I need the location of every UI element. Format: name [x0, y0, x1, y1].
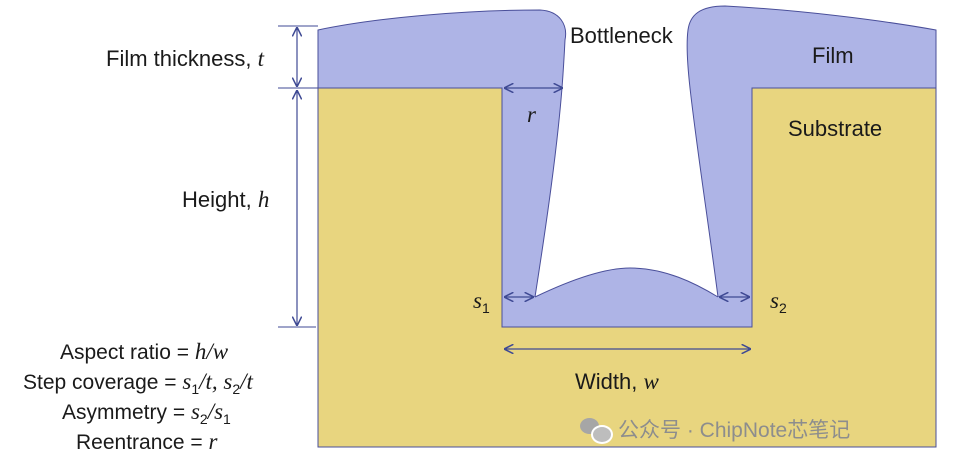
width-label: Width, w: [575, 369, 659, 394]
film-thickness-symbol: t: [257, 46, 264, 71]
asymmetry-equation: Asymmetry = s2/s1: [62, 399, 231, 427]
s1-label: s1: [473, 288, 490, 316]
watermark: 公众号 · ChipNote芯笔记: [580, 414, 850, 444]
height-symbol: h: [257, 187, 270, 212]
reentrance-symbol: r: [527, 102, 536, 127]
width-symbol: w: [643, 369, 659, 394]
s2-label: s2: [770, 288, 787, 316]
film-left: [317, 9, 567, 298]
film-label: Film: [812, 43, 854, 68]
film-right: [686, 5, 937, 298]
substrate-label: Substrate: [788, 116, 883, 141]
reentrance-equation: Reentrance = r: [76, 429, 218, 454]
aspect-ratio-equation: Aspect ratio = h/w: [60, 339, 229, 364]
step-coverage-equation: Step coverage = s1/t, s2/t: [23, 369, 253, 397]
watermark-text: 公众号 · ChipNote芯笔记: [618, 419, 851, 442]
film-bottom: [502, 268, 752, 327]
bottleneck-label: Bottleneck: [570, 23, 673, 48]
height-label: Height, h: [182, 187, 270, 212]
film-thickness-label: Film thickness, t: [106, 46, 264, 71]
wechat-icon: [580, 418, 613, 444]
